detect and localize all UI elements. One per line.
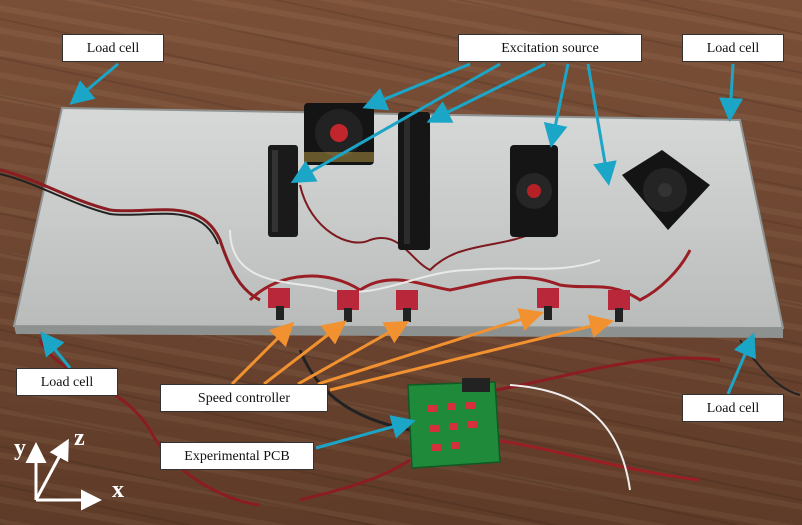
label-load-cell-top-left: Load cell [62,34,164,62]
left-cable-black [0,173,219,245]
axis-z-label: z [74,425,85,451]
arrow-load-cell-bottom-right [726,332,756,395]
speed-controller-4 [537,288,559,320]
floor-cable-4 [494,438,701,482]
speed-controller-5 [608,290,630,322]
speed-controller-1 [268,288,290,320]
floor-cable-1 [38,339,261,507]
arrow-experimental-pcb [315,415,416,450]
arrow-excitation-3 [426,62,546,123]
axis-z-line [34,438,69,501]
plate-wiring [248,249,692,302]
arrow-excitation-2 [290,62,501,183]
fan-1 [268,145,298,237]
axis-x-label: x [112,477,124,503]
label-excitation-source: Excitation source [458,34,642,62]
plate-wiring-white [229,229,601,294]
arrow-speed-controller-4 [317,308,544,386]
speed-controller-2 [337,290,359,322]
floor-cable-3 [494,356,721,392]
arrow-speed-controller-3 [297,321,410,386]
arrow-speed-controller-2 [263,320,347,386]
experimental-pcb-board [407,378,501,469]
fan-5 [622,150,710,230]
label-load-cell-bottom-right: Load cell [682,394,784,422]
axis-y-label: y [14,435,26,461]
arrow-speed-controller-1 [230,321,295,386]
left-cable [0,168,261,302]
arrow-excitation-1 [362,62,471,111]
floor-cable-5 [299,458,411,502]
fan-3 [398,112,430,250]
label-load-cell-top-right: Load cell [682,34,784,62]
arrow-load-cell-top-left [69,62,119,105]
coordinate-axes [25,438,102,511]
orange-arrows [230,308,614,392]
label-speed-controller: Speed controller [160,384,328,412]
speed-controller-3 [396,290,418,322]
cyan-arrows [40,62,756,450]
label-load-cell-bottom-left: Load cell [16,368,118,396]
floor-cable-white [509,384,631,491]
arrow-load-cell-bottom-left [40,331,72,369]
arrow-excitation-4 [543,63,570,148]
arrow-speed-controller-5 [329,314,614,392]
label-experimental-pcb: Experimental PCB [160,442,314,470]
arrow-excitation-5 [586,63,617,186]
arrow-load-cell-top-right [719,63,744,122]
fan-4 [510,145,558,237]
